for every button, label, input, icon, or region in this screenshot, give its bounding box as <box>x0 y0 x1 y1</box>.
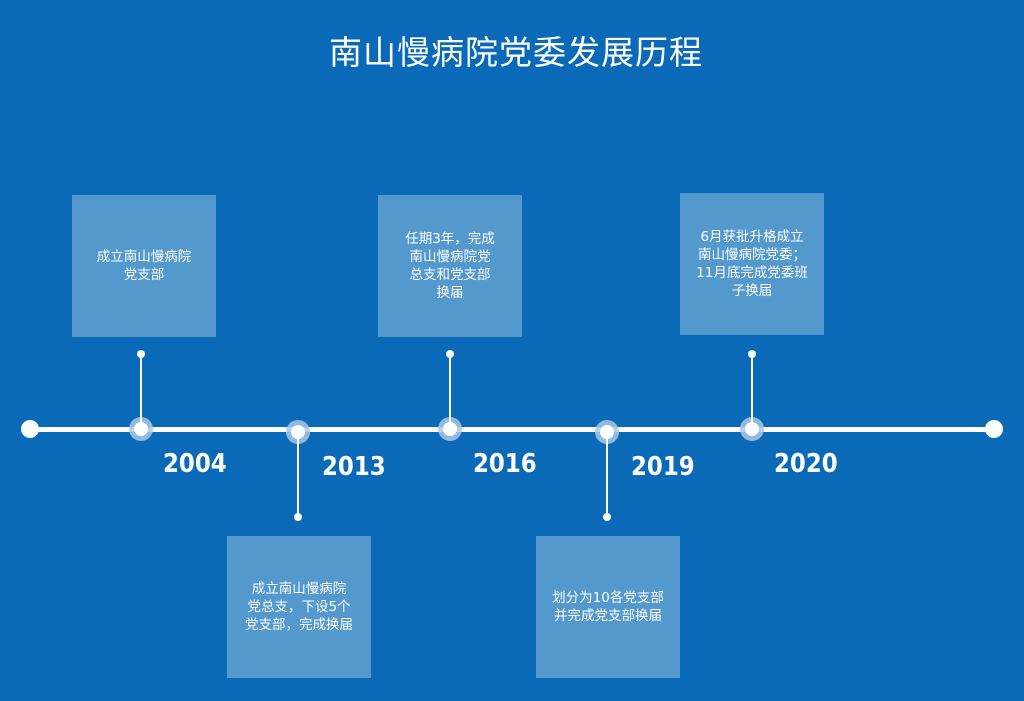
event-box-2020: 6月获批升格成立 南山慢病院党委； 11月底完成党委班 子换届 <box>680 193 824 335</box>
timeline-node-2013 <box>291 425 305 439</box>
connector-dot-2016 <box>446 350 454 358</box>
connector-dot-2020 <box>748 350 756 358</box>
timeline-node-2004 <box>134 422 148 436</box>
year-label-2020: 2020 <box>774 449 838 479</box>
event-box-2013: 成立南山慢病院 党总支，下设5个 党支部，完成换届 <box>227 536 371 678</box>
timeline-end-dot <box>985 420 1003 438</box>
connector-dot-2004 <box>137 350 145 358</box>
connector-dot-2019 <box>603 513 611 521</box>
year-label-2019: 2019 <box>631 452 695 482</box>
page-title: 南山慢病院党委发展历程 <box>329 33 703 72</box>
event-box-2004: 成立南山慢病院 党支部 <box>72 195 216 337</box>
year-label-2016: 2016 <box>473 449 537 479</box>
connector-dot-2013 <box>294 513 302 521</box>
timeline-node-2020 <box>745 422 759 436</box>
event-box-2016: 任期3年，完成 南山慢病院党 总支和党支部 换届 <box>378 195 522 337</box>
connector-2004 <box>140 355 142 423</box>
year-label-2004: 2004 <box>163 449 227 479</box>
timeline-node-2019 <box>600 425 614 439</box>
timeline-start-dot <box>21 420 39 438</box>
connector-2013 <box>297 437 299 517</box>
timeline-axis <box>30 427 994 432</box>
connector-2016 <box>449 355 451 423</box>
year-label-2013: 2013 <box>322 452 386 482</box>
connector-2020 <box>751 355 753 423</box>
connector-2019 <box>606 437 608 517</box>
timeline-node-2016 <box>443 422 457 436</box>
event-box-2019: 划分为10各党支部 并完成党支部换届 <box>536 536 680 678</box>
